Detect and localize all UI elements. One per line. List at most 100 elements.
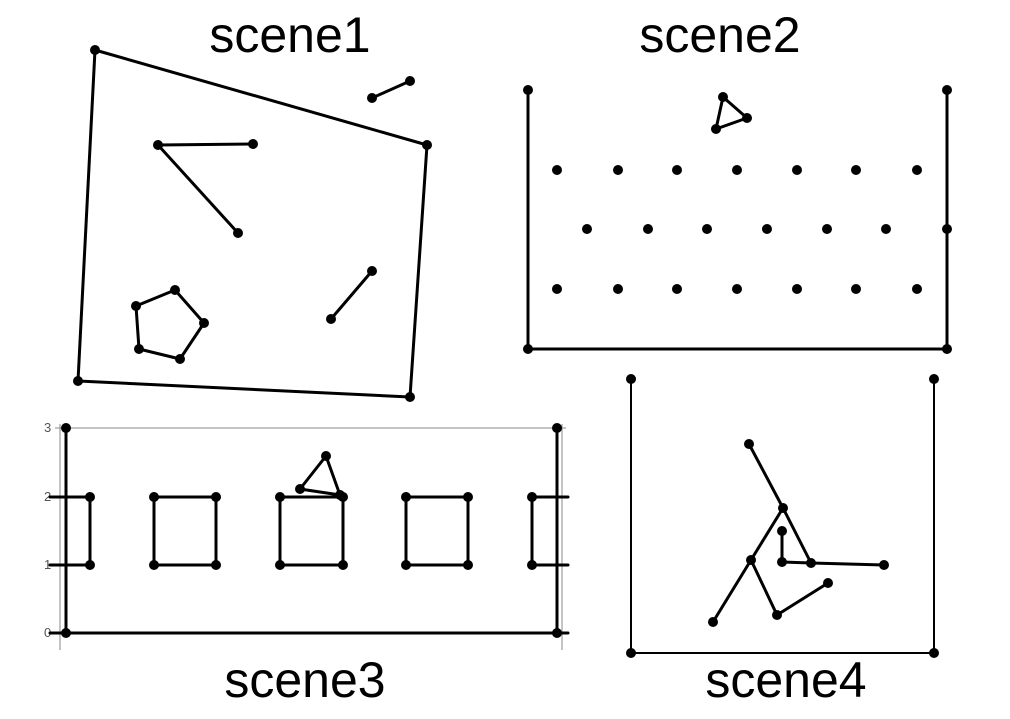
grid-point bbox=[582, 224, 592, 234]
scene4-chain bbox=[781, 506, 886, 567]
vertex-point bbox=[405, 392, 415, 402]
vertex-point bbox=[73, 376, 83, 386]
grid-point bbox=[881, 224, 891, 234]
vertex-point bbox=[552, 628, 562, 638]
scene2-points bbox=[523, 85, 952, 354]
vertex-point bbox=[275, 560, 285, 570]
scene3-axes: 3 2 1 0 bbox=[44, 420, 566, 650]
scene1-pentagon bbox=[134, 288, 206, 361]
vertex-point bbox=[929, 648, 939, 658]
vertex-point bbox=[405, 76, 415, 86]
vertex-point bbox=[523, 344, 533, 354]
vertex-point bbox=[777, 557, 787, 567]
grid-point bbox=[792, 165, 802, 175]
scene1-segment bbox=[329, 269, 374, 321]
vertex-point bbox=[211, 492, 221, 502]
vertex-point bbox=[626, 648, 636, 658]
scene2-triangle bbox=[714, 95, 749, 131]
grid-point bbox=[702, 224, 712, 234]
vertex-point bbox=[85, 492, 95, 502]
vertex-point bbox=[778, 503, 788, 513]
vertex-point bbox=[61, 423, 71, 433]
vertex-point bbox=[153, 140, 163, 150]
vertex-point bbox=[942, 85, 952, 95]
grid-point bbox=[552, 284, 562, 294]
vertex-point bbox=[942, 224, 952, 234]
vertex-point bbox=[744, 439, 754, 449]
vertex-point bbox=[806, 558, 816, 568]
grid-point bbox=[643, 224, 653, 234]
vertex-point bbox=[335, 490, 345, 500]
vertex-point bbox=[211, 560, 221, 570]
vertex-point bbox=[463, 492, 473, 502]
vertex-point bbox=[823, 578, 833, 588]
vertex-point bbox=[90, 45, 100, 55]
scene4-points bbox=[626, 374, 939, 658]
vertex-point bbox=[746, 555, 756, 565]
scene4-chain bbox=[749, 558, 830, 617]
grid-point bbox=[792, 284, 802, 294]
vertex-point bbox=[367, 266, 377, 276]
vertex-point bbox=[527, 560, 537, 570]
scene2 bbox=[523, 85, 952, 354]
vertex-point bbox=[401, 560, 411, 570]
grid-point bbox=[672, 284, 682, 294]
y-tick-label: 1 bbox=[44, 557, 51, 572]
grid-point bbox=[912, 165, 922, 175]
vertex-point bbox=[175, 354, 185, 364]
vertex-point bbox=[131, 301, 141, 311]
vertex-point bbox=[367, 93, 377, 103]
scene3-square bbox=[152, 495, 218, 567]
grid-point bbox=[552, 165, 562, 175]
grid-point bbox=[912, 284, 922, 294]
vertex-point bbox=[170, 285, 180, 295]
scene4 bbox=[626, 374, 939, 658]
scene3-square bbox=[278, 495, 345, 567]
vertex-point bbox=[718, 92, 728, 102]
vertex-point bbox=[134, 344, 144, 354]
vertex-point bbox=[772, 610, 782, 620]
vertex-point bbox=[626, 374, 636, 384]
vertex-point bbox=[199, 318, 209, 328]
vertex-point bbox=[338, 560, 348, 570]
y-tick-label: 2 bbox=[44, 489, 51, 504]
scene4-title: scene4 bbox=[705, 652, 866, 708]
scene3: 3 2 1 0 bbox=[44, 420, 570, 650]
vertex-point bbox=[295, 484, 305, 494]
vertex-point bbox=[742, 113, 752, 123]
scene3-square bbox=[404, 495, 470, 567]
scene1-angle bbox=[156, 142, 255, 235]
scene3-points bbox=[61, 423, 562, 638]
vertex-point bbox=[149, 560, 159, 570]
vertex-point bbox=[233, 228, 243, 238]
vertex-point bbox=[401, 492, 411, 502]
vertex-point bbox=[149, 492, 159, 502]
vertex-point bbox=[708, 617, 718, 627]
scene3-triangle bbox=[298, 454, 342, 497]
vertex-point bbox=[527, 492, 537, 502]
vertex-point bbox=[523, 85, 533, 95]
scene3-left-partial-square bbox=[48, 495, 92, 567]
scene4-container bbox=[630, 378, 935, 654]
scene2-container bbox=[526, 88, 949, 351]
scene3-right-partial-square bbox=[530, 495, 570, 567]
vertex-point bbox=[879, 560, 889, 570]
grid-point bbox=[851, 165, 861, 175]
y-tick-label: 3 bbox=[44, 420, 51, 435]
vertex-point bbox=[552, 423, 562, 433]
scene1 bbox=[73, 45, 432, 402]
grid-point bbox=[822, 224, 832, 234]
vertex-point bbox=[929, 374, 939, 384]
grid-point bbox=[762, 224, 772, 234]
vertex-point bbox=[711, 124, 721, 134]
vertex-point bbox=[326, 314, 336, 324]
vertex-point bbox=[275, 492, 285, 502]
scene2-dot-grid bbox=[552, 165, 922, 294]
grid-point bbox=[672, 165, 682, 175]
vertex-point bbox=[463, 560, 473, 570]
vertex-point bbox=[942, 344, 952, 354]
vertex-point bbox=[777, 526, 787, 536]
scene4-chain bbox=[711, 442, 785, 624]
scene2-title: scene2 bbox=[639, 7, 800, 63]
